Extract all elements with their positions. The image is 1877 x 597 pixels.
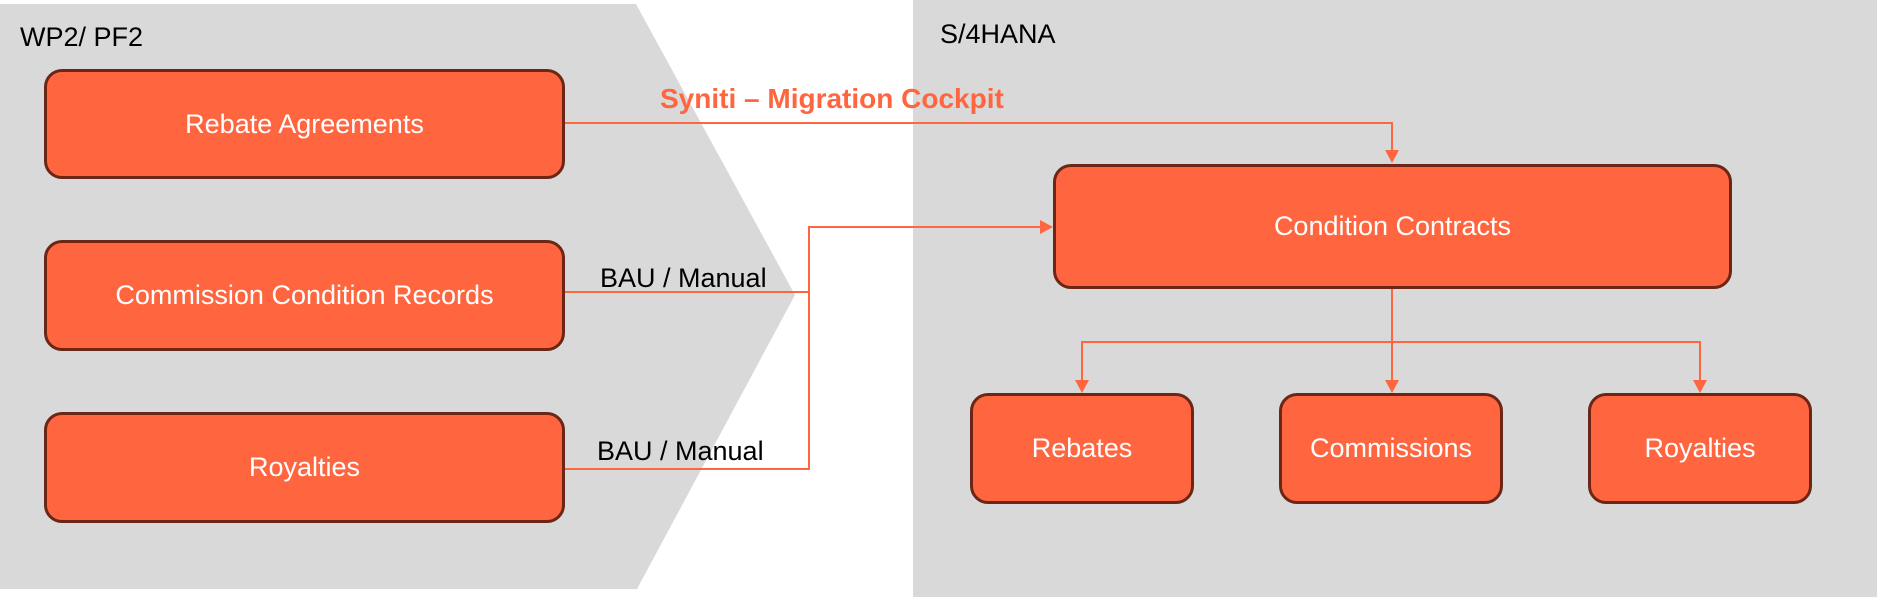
source-system-label: WP2/ PF2 — [20, 22, 144, 52]
rebates-box: Rebates — [970, 393, 1194, 504]
arrowhead-right — [1040, 220, 1053, 234]
migration-tool-label: Syniti – Migration Cockpit — [660, 83, 1004, 114]
rebate-agreements-box: Rebate Agreements — [44, 69, 565, 179]
royalties-target-box: Royalties — [1588, 393, 1812, 504]
target-system-label: S/4HANA — [940, 19, 1056, 49]
manual-label-2: BAU / Manual — [597, 436, 764, 466]
arrowhead-rebates — [1075, 380, 1089, 393]
arrowhead-royalties — [1693, 380, 1707, 393]
manual-label-1: BAU / Manual — [600, 263, 767, 293]
target-panel — [913, 0, 1877, 597]
arrowhead-down — [1385, 150, 1399, 163]
manual-connector-2 — [565, 226, 1040, 470]
commissions-box: Commissions — [1279, 393, 1503, 504]
royalties-source-box: Royalties — [44, 412, 565, 523]
commission-condition-records-box: Commission Condition Records — [44, 240, 565, 351]
condition-contracts-box: Condition Contracts — [1053, 164, 1732, 289]
migration-connector — [565, 122, 1393, 150]
arrowhead-commissions — [1385, 380, 1399, 393]
tree-branch — [1081, 341, 1701, 380]
